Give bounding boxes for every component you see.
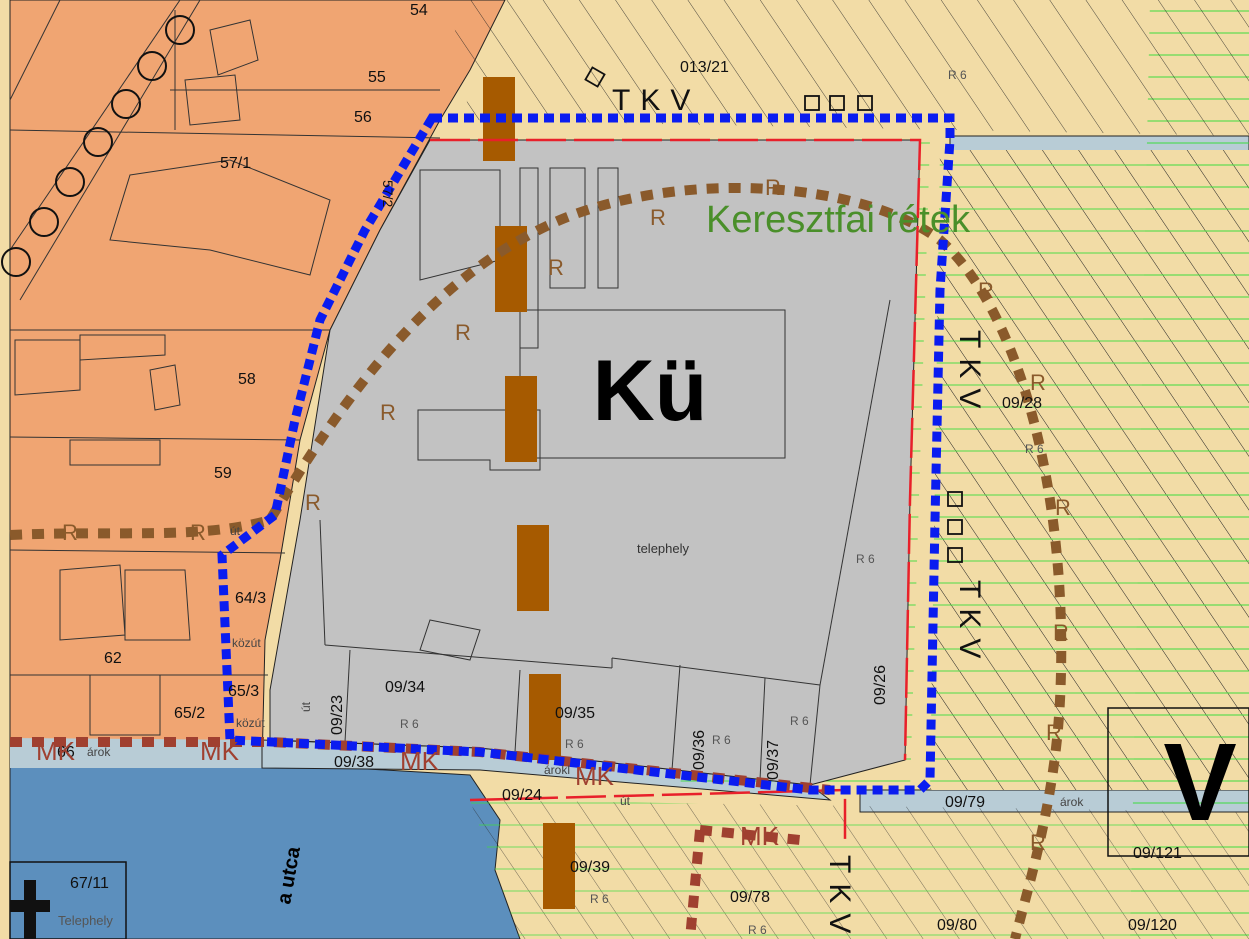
- place-name: Keresztfai rétek: [706, 199, 971, 241]
- svg-text:65/3: 65/3: [228, 683, 259, 700]
- svg-text:09/26: 09/26: [872, 665, 889, 705]
- svg-text:09/120: 09/120: [1128, 917, 1177, 934]
- svg-text:R 6: R 6: [856, 552, 875, 566]
- svg-text:R 6: R 6: [712, 733, 731, 747]
- svg-text:R: R: [1046, 720, 1062, 745]
- svg-text:66: 66: [57, 744, 75, 761]
- svg-text:árokl: árokl: [544, 763, 570, 777]
- svg-text:MK: MK: [400, 746, 440, 776]
- regulation-codes: R 6 R 6 R 6 R 6 R 6 R 6 R 6 R 6 R 6: [400, 68, 1044, 937]
- svg-text:09/34: 09/34: [385, 679, 425, 696]
- tree-bars: [483, 77, 575, 909]
- svg-text:R 6: R 6: [565, 737, 584, 751]
- svg-text:09/39: 09/39: [570, 859, 610, 876]
- svg-text:TKV: TKV: [612, 84, 700, 117]
- svg-text:09/23: 09/23: [329, 695, 346, 735]
- hatched-area: [450, 0, 1249, 939]
- svg-text:TKV: TKV: [953, 330, 986, 418]
- svg-text:R 6: R 6: [790, 714, 809, 728]
- tree-row: [1, 15, 195, 277]
- svg-text:09/24: 09/24: [502, 787, 542, 804]
- zone-box-v: [1107, 707, 1249, 857]
- svg-text:65/2: 65/2: [174, 705, 205, 722]
- svg-text:09/78: 09/78: [730, 889, 770, 906]
- svg-text:09/79: 09/79: [945, 794, 985, 811]
- svg-text:R: R: [380, 400, 396, 425]
- zone-label: Kü: [593, 343, 708, 439]
- svg-text:09/35: 09/35: [555, 705, 595, 722]
- svg-text:57/2: 57/2: [380, 180, 396, 207]
- svg-text:R: R: [1030, 830, 1046, 855]
- site-label: telephely: [637, 541, 690, 556]
- svg-text:R 6: R 6: [400, 717, 419, 731]
- dotted-r-line: [9, 182, 1067, 939]
- svg-text:MK: MK: [575, 761, 615, 791]
- svg-text:54: 54: [410, 2, 428, 19]
- bottom-left-label: Telephely: [58, 913, 113, 928]
- svg-text:R 6: R 6: [948, 68, 967, 82]
- svg-text:árok: árok: [1060, 795, 1084, 809]
- svg-text:09/37: 09/37: [765, 740, 782, 780]
- svg-text:TKV: TKV: [823, 855, 856, 939]
- road-labels: út közút közút út árok árokl út árok: [87, 524, 1084, 809]
- svg-text:09/121: 09/121: [1133, 845, 1182, 862]
- svg-text:közút: közút: [236, 716, 265, 730]
- svg-text:R: R: [305, 490, 321, 515]
- zone-label-right: V: [1163, 721, 1236, 844]
- lot-labels: 54 55 56 57/1 57/2 58 59 62 64/3 65/3 65…: [57, 2, 1182, 934]
- svg-text:62: 62: [104, 650, 122, 667]
- svg-text:R 6: R 6: [1025, 442, 1044, 456]
- svg-text:út: út: [230, 524, 241, 538]
- svg-text:R 6: R 6: [748, 923, 767, 937]
- svg-text:MK: MK: [740, 821, 780, 851]
- svg-text:R: R: [62, 520, 78, 545]
- svg-text:64/3: 64/3: [235, 590, 266, 607]
- svg-text:út: út: [299, 701, 313, 712]
- plan-boundary: [217, 113, 955, 795]
- house-outlines: [9, 0, 441, 736]
- svg-text:R: R: [190, 520, 206, 545]
- svg-text:R: R: [650, 205, 666, 230]
- svg-text:R: R: [765, 175, 781, 200]
- svg-text:R: R: [1030, 370, 1046, 395]
- line-letters: TKV TKV TKV TKV: [612, 84, 986, 939]
- svg-text:R: R: [548, 255, 564, 280]
- ditch-strip-left: [10, 738, 262, 768]
- svg-text:R 6: R 6: [590, 892, 609, 906]
- svg-text:árok: árok: [87, 745, 111, 759]
- svg-text:67/11: 67/11: [70, 875, 109, 892]
- svg-text:közút: közút: [232, 636, 261, 650]
- svg-text:R: R: [1053, 620, 1069, 645]
- svg-text:MK: MK: [36, 736, 76, 766]
- svg-text:59: 59: [214, 465, 232, 482]
- svg-text:MK: MK: [200, 736, 240, 766]
- mk-letters: MK MK MK MK MK: [36, 736, 780, 851]
- svg-text:013/21: 013/21: [680, 59, 729, 76]
- svg-text:út: út: [620, 794, 631, 808]
- tkv-markers: [584, 66, 963, 563]
- svg-text:R: R: [978, 278, 994, 303]
- svg-text:55: 55: [368, 69, 386, 86]
- svg-text:TKV: TKV: [953, 580, 986, 668]
- svg-text:57/1: 57/1: [220, 155, 251, 172]
- svg-text:58: 58: [238, 371, 256, 388]
- svg-text:R: R: [455, 320, 471, 345]
- cross-icon: [10, 880, 50, 939]
- svg-text:R: R: [1055, 495, 1071, 520]
- r-letters: R R R R R R R R R R R R R R: [62, 175, 1071, 855]
- svg-text:56: 56: [354, 109, 372, 126]
- svg-text:09/38: 09/38: [334, 754, 374, 771]
- svg-text:09/80: 09/80: [937, 917, 977, 934]
- svg-text:09/28: 09/28: [1002, 395, 1042, 412]
- svg-text:09/36: 09/36: [691, 730, 708, 770]
